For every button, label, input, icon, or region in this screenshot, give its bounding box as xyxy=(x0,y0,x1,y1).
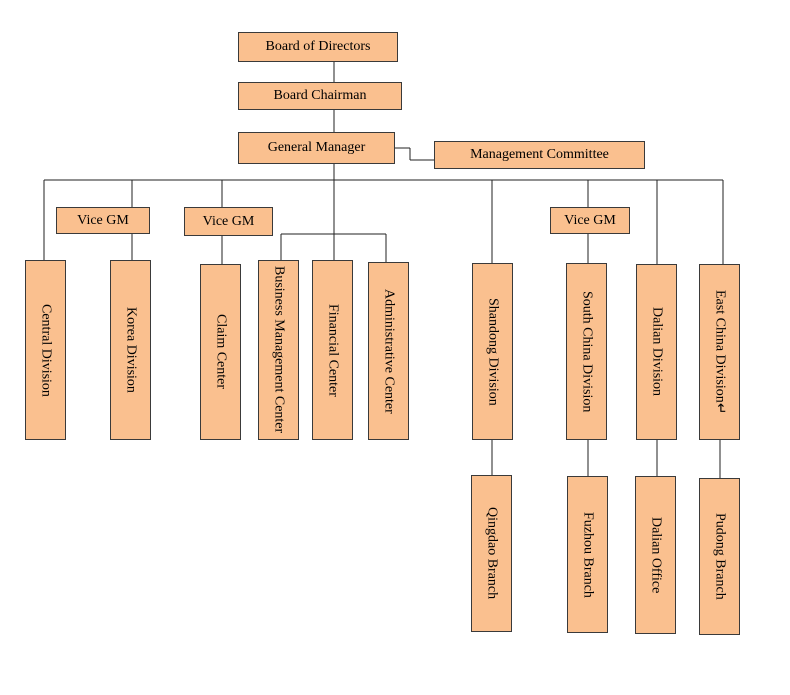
qingdao-branch-box: Qingdao Branch xyxy=(471,475,512,632)
korea-division-box: Korea Division xyxy=(110,260,151,440)
claim-center-label: Claim Center xyxy=(213,314,229,390)
pudong-branch-box: Pudong Branch xyxy=(699,478,740,635)
qingdao-branch-label: Qingdao Branch xyxy=(484,507,500,600)
vice-gm-label-3: Vice GM xyxy=(564,212,616,228)
korea-division-label: Korea Division xyxy=(123,307,139,393)
vice-gm-box-1: Vice GM xyxy=(56,207,150,234)
east-china-division-label: East China Division↵ xyxy=(712,289,728,415)
board-chairman-label: Board Chairman xyxy=(273,88,367,103)
management-committee-label: Management Committee xyxy=(470,147,609,162)
claim-center-box: Claim Center xyxy=(200,264,241,440)
dalian-division-label: Dalian Division xyxy=(649,307,665,397)
dalian-office-box: Dalian Office xyxy=(635,476,676,634)
business-management-center-box: Business Management Center xyxy=(258,260,299,440)
general-manager-label: General Manager xyxy=(267,140,366,155)
shandong-division-box: Shandong Division xyxy=(472,263,513,440)
business-management-center-label: Business Management Center xyxy=(271,266,287,434)
administrative-center-box: Administrative Center xyxy=(368,262,409,440)
fuzhou-branch-label: Fuzhou Branch xyxy=(580,511,596,598)
management-committee-box: Management Committee xyxy=(434,141,645,169)
financial-center-box: Financial Center xyxy=(312,260,353,440)
south-china-division-box: South China Division xyxy=(566,263,607,440)
pudong-branch-label: Pudong Branch xyxy=(712,513,728,600)
central-division-box: Central Division xyxy=(25,260,66,440)
south-china-division-label: South China Division xyxy=(579,290,595,413)
central-division-label: Central Division xyxy=(38,303,54,397)
financial-center-label: Financial Center xyxy=(325,303,341,397)
vice-gm-label-1: Vice GM xyxy=(77,212,129,228)
vice-gm-label-2: Vice GM xyxy=(202,213,255,229)
board-of-directors-box: Board of Directors xyxy=(238,32,398,62)
vice-gm-box-2: Vice GM xyxy=(184,207,273,236)
administrative-center-label: Administrative Center xyxy=(381,288,397,414)
general-manager-box: General Manager xyxy=(238,132,395,164)
fuzhou-branch-box: Fuzhou Branch xyxy=(567,476,608,633)
dalian-division-box: Dalian Division xyxy=(636,264,677,440)
board-of-directors-label: Board of Directors xyxy=(265,39,371,54)
dalian-office-label: Dalian Office xyxy=(648,516,664,594)
shandong-division-label: Shandong Division xyxy=(485,297,501,406)
board-chairman-box: Board Chairman xyxy=(238,82,402,110)
vice-gm-box-3: Vice GM xyxy=(550,207,630,234)
east-china-division-box: East China Division↵ xyxy=(699,264,740,440)
